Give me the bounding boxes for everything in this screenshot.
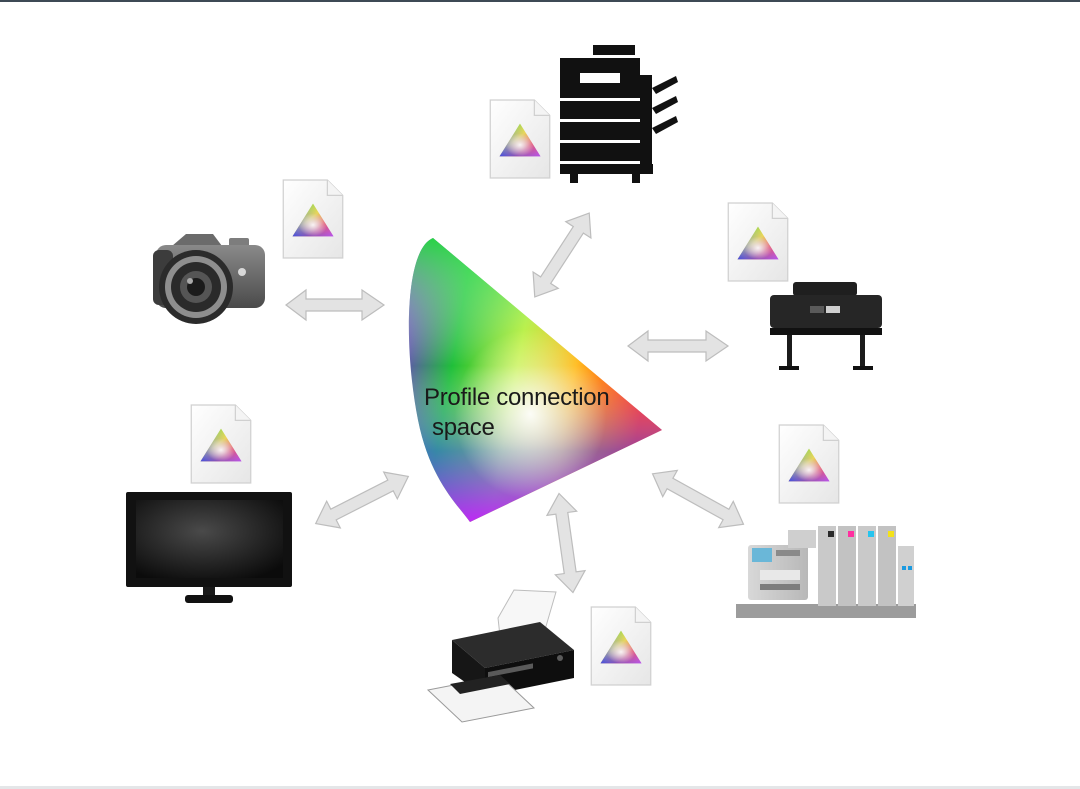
arrow-press bbox=[651, 469, 745, 529]
arrow-wide-printer bbox=[627, 329, 730, 363]
profile-connection-space-label: Profile connection space bbox=[424, 383, 610, 443]
icc-profile-icon-camera bbox=[282, 179, 344, 259]
wide-format-printer-icon bbox=[770, 282, 882, 370]
icc-profile-icon-wide-printer bbox=[727, 202, 789, 282]
top-border bbox=[0, 0, 1080, 2]
arrow-inkjet bbox=[545, 492, 587, 594]
arrow-monitor bbox=[314, 471, 410, 529]
copier-icon bbox=[560, 45, 678, 183]
arrow-copier bbox=[532, 212, 592, 298]
arrow-camera bbox=[285, 288, 386, 322]
center-label-line-2: space bbox=[432, 414, 495, 441]
icc-profile-icon-copier bbox=[489, 99, 551, 179]
icc-profile-icon-monitor bbox=[190, 404, 252, 484]
icc-profile-icon-press bbox=[778, 424, 840, 504]
profile-connection-space-gamut bbox=[408, 238, 662, 522]
camera-icon bbox=[153, 234, 265, 324]
bottom-border bbox=[0, 786, 1080, 789]
icc-profile-icon-inkjet bbox=[590, 606, 652, 686]
inkjet-printer-icon bbox=[426, 589, 574, 723]
printing-press-icon bbox=[736, 526, 916, 618]
monitor-icon bbox=[126, 492, 292, 603]
center-label-line-1: Profile connection bbox=[424, 384, 610, 411]
